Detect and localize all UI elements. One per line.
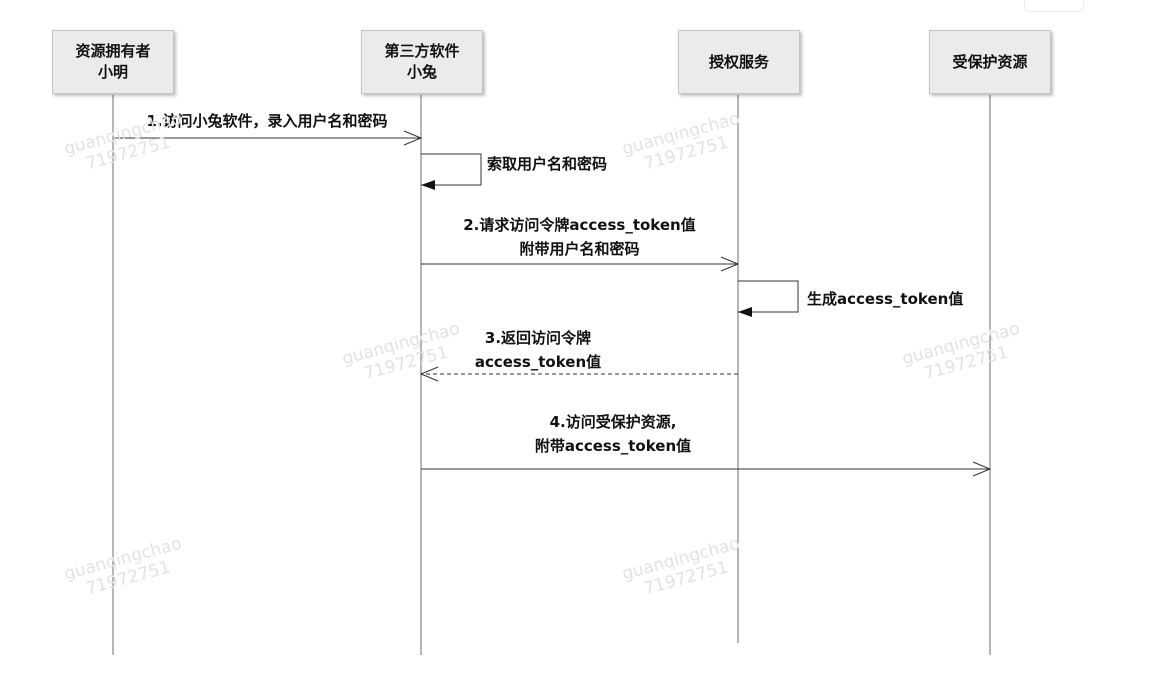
message-label-4-line2: 附带access_token值 <box>534 437 692 455</box>
message-label-3-line2: access_token值 <box>474 353 602 371</box>
participant-auth-service: 授权服务 <box>678 30 800 94</box>
self-message-label-2-text: 生成access_token值 <box>807 290 964 308</box>
message-label-4-line1: 4.访问受保护资源, <box>549 413 677 431</box>
message-label-2-line2: 附带用户名和密码 <box>519 240 640 258</box>
participant-third-party-app: 第三方软件 小兔 <box>361 30 483 94</box>
participant-auth-service-label: 授权服务 <box>708 52 769 71</box>
message-label-3-line1: 3.返回访问令牌 <box>484 329 592 347</box>
message-arrow-4 <box>421 461 992 477</box>
participant-protected-resource-label: 受保护资源 <box>952 52 1028 71</box>
message-arrow-1 <box>113 130 423 146</box>
participant-third-party-app-line1: 第三方软件 <box>384 42 460 60</box>
message-label-1: 1.访问小兔软件，录入用户名和密码 <box>113 109 421 133</box>
top-right-corner-box <box>1024 0 1084 12</box>
self-message-label-2: 生成access_token值 <box>807 287 963 311</box>
self-message-arrow-1 <box>421 153 482 190</box>
self-message-arrow-2 <box>738 280 799 317</box>
participant-resource-owner-line1: 资源拥有者 <box>75 42 151 60</box>
message-label-2: 2.请求访问令牌access_token值 附带用户名和密码 <box>421 213 738 261</box>
participant-third-party-app-line2: 小兔 <box>406 63 437 81</box>
participant-resource-owner-line2: 小明 <box>97 63 128 81</box>
message-label-1-text: 1.访问小兔软件，录入用户名和密码 <box>146 112 388 130</box>
self-message-label-1: 索取用户名和密码 <box>487 152 607 176</box>
message-arrow-2 <box>421 256 740 272</box>
participant-resource-owner: 资源拥有者 小明 <box>52 30 174 94</box>
message-label-4: 4.访问受保护资源, 附带access_token值 <box>421 410 805 458</box>
message-label-3: 3.返回访问令牌 access_token值 <box>421 326 655 374</box>
message-arrow-3-return <box>419 366 738 382</box>
self-message-label-1-text: 索取用户名和密码 <box>487 155 608 173</box>
participant-protected-resource: 受保护资源 <box>929 30 1051 94</box>
message-label-2-line1: 2.请求访问令牌access_token值 <box>463 216 696 234</box>
